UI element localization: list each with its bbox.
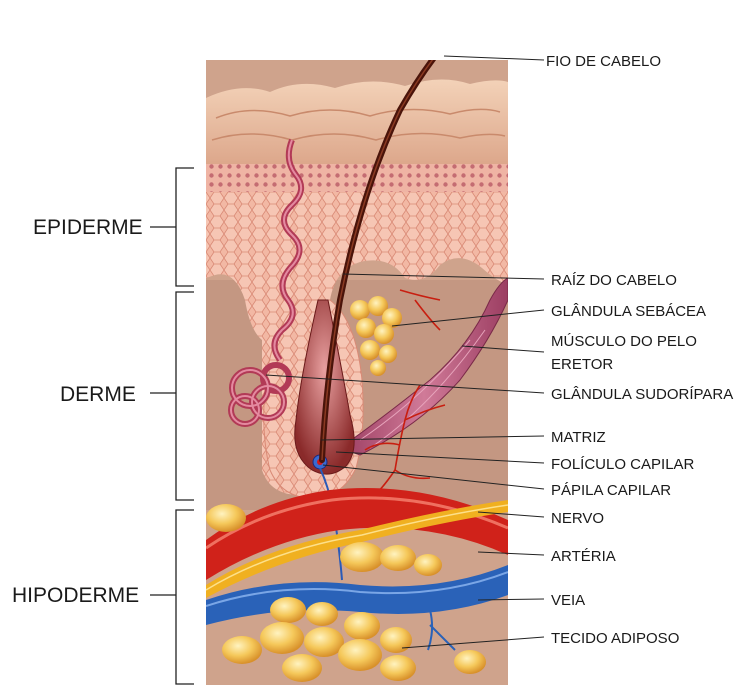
musculo-label-line1: MÚSCULO DO PELO (551, 333, 697, 350)
fio-de-cabelo-label: FIO DE CABELO (546, 53, 661, 70)
epiderme-brace (150, 168, 194, 286)
epidermis-basal-row (206, 164, 508, 192)
hipoderme-label: HIPODERME (12, 584, 139, 607)
tecido-adiposo-label: TECIDO ADIPOSO (551, 630, 679, 647)
epiderme-label: EPIDERME (33, 216, 143, 239)
foliculo-capilar-label: FOLÍCULO CAPILAR (551, 456, 695, 473)
derme-brace (150, 292, 194, 500)
derme-label: DERME (60, 383, 136, 406)
nervo-label: NERVO (551, 510, 604, 527)
matriz-label: MATRIZ (551, 429, 606, 446)
arteria-label: ARTÉRIA (551, 548, 616, 565)
hipoderme-brace (150, 510, 194, 684)
musculo-label-line2: ERETOR (551, 356, 613, 373)
papila-capilar-label: PÁPILA CAPILAR (551, 482, 671, 499)
skin-block (206, 10, 508, 685)
glandula-sebacea-label: GLÂNDULA SEBÁCEA (551, 303, 706, 320)
raiz-do-cabelo-label: RAÍZ DO CABELO (551, 272, 677, 289)
veia-label: VEIA (551, 592, 585, 609)
skin-surface (206, 79, 508, 170)
glandula-sudoripara-label: GLÂNDULA SUDORÍPARA (551, 386, 733, 403)
